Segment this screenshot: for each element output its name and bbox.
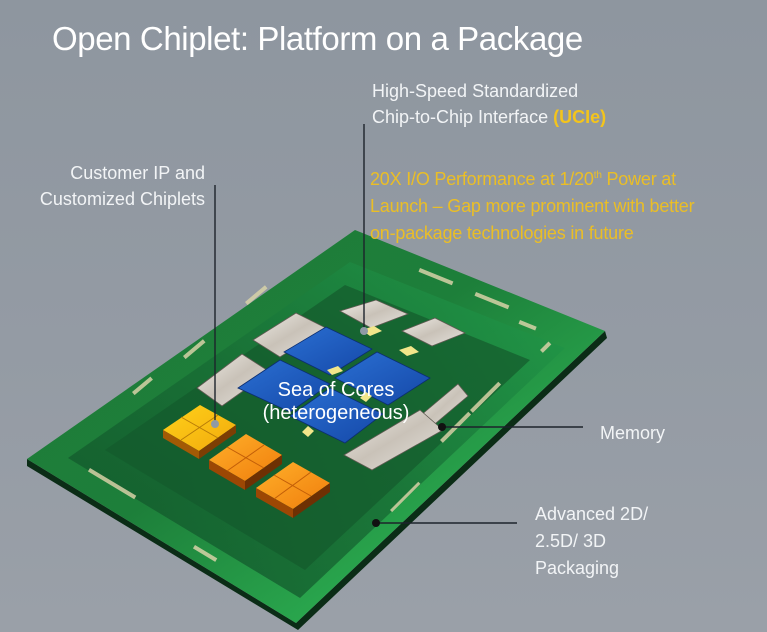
customer-ip-line1: Customer IP and <box>70 163 205 183</box>
performance-note-line2: Launch – Gap more prominent with better <box>370 196 695 216</box>
customer-ip-callout: Customer IP and Customized Chiplets <box>40 160 205 212</box>
customer-ip-line2: Customized Chiplets <box>39 189 205 209</box>
core-tiles <box>237 326 431 444</box>
ucie-accent: (UCIe) <box>553 107 607 127</box>
leader-dot-customer-ip <box>211 420 219 428</box>
perf-line1-sup: th <box>593 170 602 181</box>
packaging-line1: Advanced 2D/ <box>535 504 649 524</box>
ucie-callout-line1: High-Speed Standardized <box>372 81 579 101</box>
ucie-callout-line2: Chip-to-Chip Interface (UCIe) <box>372 104 606 130</box>
packaging-callout: Advanced 2D/ 2.5D/ 3D Packaging <box>535 501 648 582</box>
packaging-line3: Packaging <box>535 558 620 578</box>
core-label-line1: Sea of Cores <box>278 379 395 401</box>
packaging-line2: 2.5D/ 3D <box>535 531 607 551</box>
core-label-line2: (heterogeneous) <box>263 402 410 424</box>
leader-dot-ucie <box>360 327 368 335</box>
performance-note: 20X I/O Performance at 1/20th Power at L… <box>370 162 695 247</box>
performance-note-line3: on-package technologies in future <box>370 223 634 243</box>
leader-dot-packaging <box>372 519 380 527</box>
ucie-callout: High-Speed Standardized Chip-to-Chip Int… <box>372 78 606 130</box>
slide-title: Open Chiplet: Platform on a Package <box>52 20 583 57</box>
performance-note-line1: 20X I/O Performance at 1/20th Power at <box>370 162 694 193</box>
perf-line1-suffix: Power at <box>601 169 676 189</box>
perf-line1-text: 20X I/O Performance at 1/20 <box>370 169 594 189</box>
customer-chiplets <box>163 405 330 518</box>
ucie-links <box>302 326 419 437</box>
memory-callout: Memory <box>600 423 666 443</box>
ucie-callout-text: Chip-to-Chip Interface <box>372 107 554 127</box>
leader-dot-memory <box>438 423 446 431</box>
